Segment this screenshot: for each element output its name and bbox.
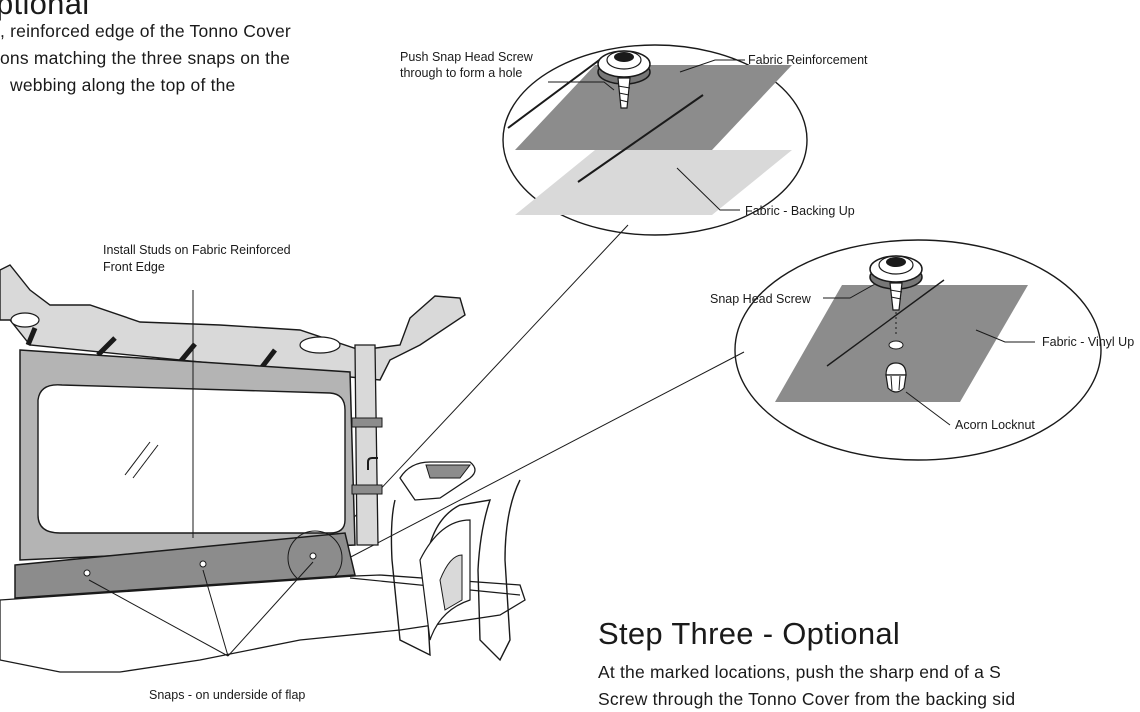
callout-acorn-locknut: Acorn Locknut: [955, 418, 1035, 432]
snap-head-screw-icon: [597, 50, 651, 109]
step-three-line-2: Screw through the Tonno Cover from the b…: [598, 689, 1016, 709]
step-three-heading: Step Three - Optional: [598, 616, 901, 651]
callout-install-studs-line-2: Front Edge: [103, 260, 165, 274]
detail-circle-push-snap: [502, 44, 808, 236]
callout-fabric-reinforcement: Fabric Reinforcement: [748, 53, 868, 67]
top-heading-fragment: ptional: [0, 0, 90, 21]
top-paragraph-line-2: ons matching the three snaps on the: [0, 48, 291, 68]
callout-push-snap-line-2: through to form a hole: [400, 66, 523, 80]
fabric-reinforcement-panel: [515, 65, 792, 150]
callout-snap-head-screw: Snap Head Screw: [710, 292, 811, 306]
detail-circle-snap-screw: [734, 239, 1102, 461]
acorn-locknut-icon: [885, 362, 907, 393]
snap-icon: [309, 552, 317, 560]
top-paragraph-line-3: webbing along the top of the: [10, 75, 236, 95]
snap-icon: [83, 569, 91, 577]
snap-head-screw-icon: [869, 255, 923, 311]
callout-snaps-underside: Snaps - on underside of flap: [149, 688, 306, 702]
callout-push-snap-line-1: Push Snap Head Screw: [400, 50, 533, 64]
step-three-line-1: At the marked locations, push the sharp …: [598, 662, 1002, 682]
fabric-backing-panel: [515, 150, 792, 215]
top-paragraph-line-1: , reinforced edge of the Tonno Cover: [0, 21, 291, 41]
snap-icon: [199, 560, 207, 568]
callout-install-studs-line-1: Install Studs on Fabric Reinforced: [103, 243, 291, 257]
vehicle-side-illustration: [0, 264, 526, 673]
washer-icon: [888, 340, 904, 350]
callout-fabric-vinyl-up: Fabric - Vinyl Up: [1042, 335, 1135, 349]
callout-fabric-backing-up: Fabric - Backing Up: [745, 204, 855, 218]
window-icon: [37, 384, 346, 534]
